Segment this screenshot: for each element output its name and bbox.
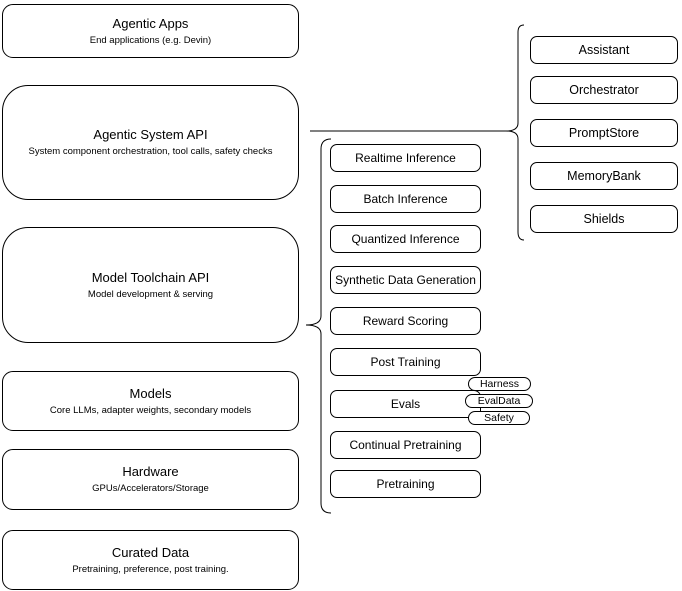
model-toolchain-api-subtitle: Model development & serving: [87, 288, 214, 300]
quantized-inference-box: Quantized Inference: [330, 225, 481, 253]
shields-box: Shields: [530, 205, 678, 233]
models-title: Models: [129, 385, 172, 401]
evals-tag-safety: Safety: [468, 411, 530, 425]
evals-tag-evaldata: EvalData: [465, 394, 533, 408]
agentic-system-api-title: Agentic System API: [93, 127, 208, 142]
memorybank-box: MemoryBank: [530, 162, 678, 190]
continual-pretraining-box: Continual Pretraining: [330, 431, 481, 459]
agentic-system-api-box: Agentic System API System component orch…: [2, 85, 299, 200]
assistant-box: Assistant: [530, 36, 678, 64]
reward-scoring-box: Reward Scoring: [330, 307, 481, 335]
agentic-apps-box: Agentic Apps End applications (e.g. Devi…: [2, 4, 299, 58]
models-subtitle: Core LLMs, adapter weights, secondary mo…: [49, 404, 252, 416]
hardware-box: Hardware GPUs/Accelerators/Storage: [2, 449, 299, 510]
post-training-box: Post Training: [330, 348, 481, 376]
evals-box: Evals: [330, 390, 481, 418]
realtime-inference-box: Realtime Inference: [330, 144, 481, 172]
orchestrator-box: Orchestrator: [530, 76, 678, 104]
curated-data-title: Curated Data: [111, 544, 190, 560]
curated-data-box: Curated Data Pretraining, preference, po…: [2, 530, 299, 590]
evals-tag-harness: Harness: [468, 377, 531, 391]
hardware-title: Hardware: [122, 464, 179, 479]
system-components-brace: [505, 24, 525, 241]
hardware-subtitle: GPUs/Accelerators/Storage: [92, 483, 209, 494]
agentic-system-api-subtitle: System component orchestration, tool cal…: [28, 146, 273, 157]
model-toolchain-api-box: Model Toolchain API Model development & …: [2, 227, 299, 343]
agentic-apps-subtitle: End applications (e.g. Devin): [89, 34, 212, 46]
batch-inference-box: Batch Inference: [330, 185, 481, 213]
agentic-apps-title: Agentic Apps: [112, 15, 189, 31]
toolchain-brace: [305, 138, 332, 514]
model-toolchain-api-title: Model Toolchain API: [91, 269, 210, 285]
synthetic-data-generation-box: Synthetic Data Generation: [330, 266, 481, 294]
pretraining-box: Pretraining: [330, 470, 481, 498]
curated-data-subtitle: Pretraining, preference, post training.: [72, 563, 229, 575]
models-box: Models Core LLMs, adapter weights, secon…: [2, 371, 299, 431]
promptstore-box: PromptStore: [530, 119, 678, 147]
